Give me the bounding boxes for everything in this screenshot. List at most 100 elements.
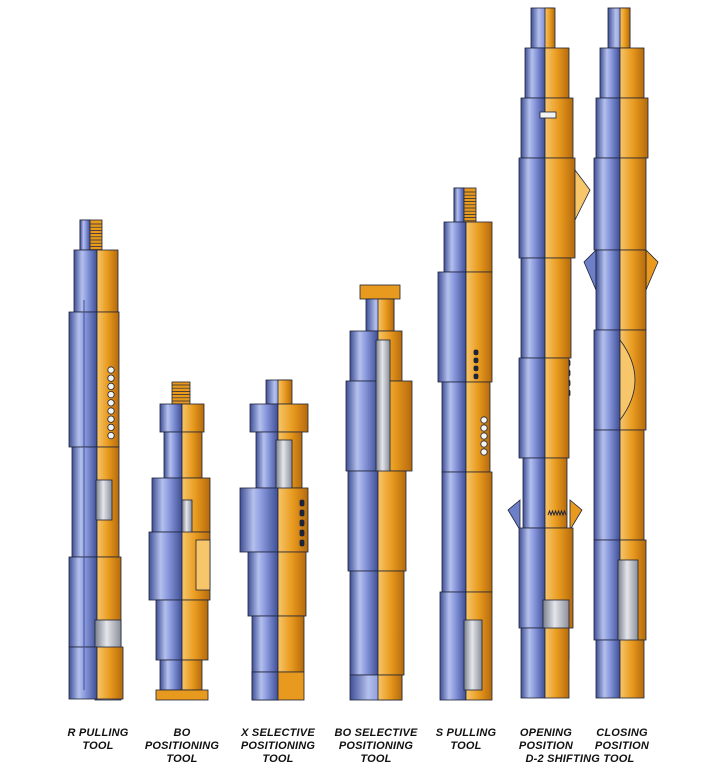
label-line: BO SELECTIVE bbox=[334, 727, 418, 739]
key-housing bbox=[544, 157, 576, 259]
mid-mandrel bbox=[148, 531, 183, 601]
key-mandrel bbox=[518, 157, 546, 259]
ball-bearing bbox=[480, 448, 488, 456]
slotted-mandrel bbox=[518, 357, 546, 459]
label-line: CLOSING bbox=[596, 727, 648, 739]
dog-right bbox=[645, 249, 659, 291]
mid-housing bbox=[619, 249, 647, 331]
key-housing bbox=[619, 157, 647, 251]
upper-mandrel bbox=[255, 431, 279, 489]
dog-left bbox=[583, 249, 597, 291]
bottom-nose bbox=[68, 646, 98, 700]
lower-mandrel bbox=[349, 570, 379, 676]
fishing-neck-mandrel bbox=[249, 403, 279, 433]
mid-housing bbox=[377, 470, 407, 572]
shear-pin bbox=[539, 111, 557, 119]
lower-mandrel bbox=[593, 429, 621, 541]
slot bbox=[299, 499, 305, 507]
lower-housing bbox=[465, 471, 493, 593]
upper-mandrel bbox=[349, 330, 379, 382]
label-line: POSITION bbox=[518, 740, 574, 752]
label-line: POSITIONING bbox=[338, 740, 414, 752]
pin-mandrel bbox=[595, 97, 621, 159]
bottom-nose bbox=[520, 627, 546, 699]
upper-mandrel bbox=[524, 47, 546, 99]
inner-sleeve bbox=[95, 479, 113, 521]
top-neck-housing bbox=[277, 379, 293, 405]
label-line: TOOL bbox=[166, 753, 198, 765]
ball-bearing bbox=[480, 416, 488, 424]
bottom-nose-housing bbox=[619, 639, 645, 699]
bottom-mandrel bbox=[593, 539, 621, 641]
slot bbox=[299, 509, 305, 517]
ball-bearing bbox=[107, 390, 115, 399]
core-mandrel bbox=[439, 591, 467, 701]
upper-housing bbox=[96, 249, 119, 313]
mid-housing bbox=[544, 257, 572, 359]
upper-housing bbox=[465, 221, 493, 273]
spring bbox=[547, 509, 567, 517]
label-line: X SELECTIVE bbox=[241, 727, 315, 739]
bottom-collar-core bbox=[251, 671, 279, 701]
r-pulling-tool bbox=[68, 219, 124, 701]
ball-bearing bbox=[480, 424, 488, 432]
top-neck-housing bbox=[619, 7, 631, 49]
ball-bearing bbox=[107, 431, 115, 440]
upper-mandrel bbox=[599, 47, 621, 99]
lower-mandrel bbox=[522, 457, 546, 529]
fishing-neck-housing bbox=[277, 403, 309, 433]
top-neck-housing bbox=[377, 298, 395, 332]
main-housing bbox=[465, 271, 493, 383]
mid-mandrel bbox=[247, 551, 279, 617]
ball-bearing bbox=[107, 423, 115, 431]
lower-housing bbox=[619, 429, 645, 541]
core-mandrel bbox=[68, 556, 98, 648]
label-line: BO bbox=[173, 727, 191, 739]
label-line: TOOL bbox=[450, 740, 482, 752]
slot bbox=[473, 365, 479, 372]
slot bbox=[299, 529, 305, 537]
ball-bearing bbox=[107, 407, 115, 415]
key-mandrel bbox=[239, 487, 279, 553]
top-neck-housing bbox=[544, 7, 556, 49]
label-line: POSITIONING bbox=[240, 740, 316, 752]
mid-mandrel bbox=[347, 470, 379, 572]
mid-mandrel bbox=[441, 381, 467, 473]
lower-sleeve bbox=[463, 619, 483, 691]
shifting-key bbox=[574, 168, 591, 221]
mid-housing bbox=[277, 551, 307, 617]
dog-right bbox=[569, 499, 583, 532]
bo-positioning-tool bbox=[148, 381, 211, 701]
label-line: TOOL bbox=[262, 753, 294, 765]
bottom-mandrel bbox=[518, 527, 546, 629]
main-mandrel bbox=[68, 311, 98, 448]
main-mandrel bbox=[437, 271, 467, 383]
bottom-nose-housing bbox=[96, 646, 124, 700]
upper-mandrel bbox=[443, 221, 467, 273]
label-line: TOOL bbox=[360, 753, 392, 765]
slot bbox=[299, 539, 305, 547]
upper-mandrel bbox=[163, 431, 183, 479]
top-cap bbox=[359, 284, 401, 300]
bottom-nose-housing bbox=[377, 674, 403, 701]
label-line: POSITIONING bbox=[144, 740, 220, 752]
mid-mandrel bbox=[520, 257, 546, 359]
lower-housing bbox=[377, 570, 405, 676]
bottom-housing bbox=[181, 659, 203, 691]
key bbox=[195, 539, 211, 591]
lower-mandrel bbox=[155, 599, 183, 661]
lower-mandrel bbox=[441, 471, 467, 593]
bo-selective-positioning-tool bbox=[345, 284, 413, 701]
key-mandrel bbox=[593, 157, 621, 251]
top-collar-housing bbox=[181, 403, 205, 433]
upper-housing bbox=[181, 431, 203, 479]
dog-left bbox=[507, 499, 521, 532]
slot bbox=[299, 519, 305, 527]
